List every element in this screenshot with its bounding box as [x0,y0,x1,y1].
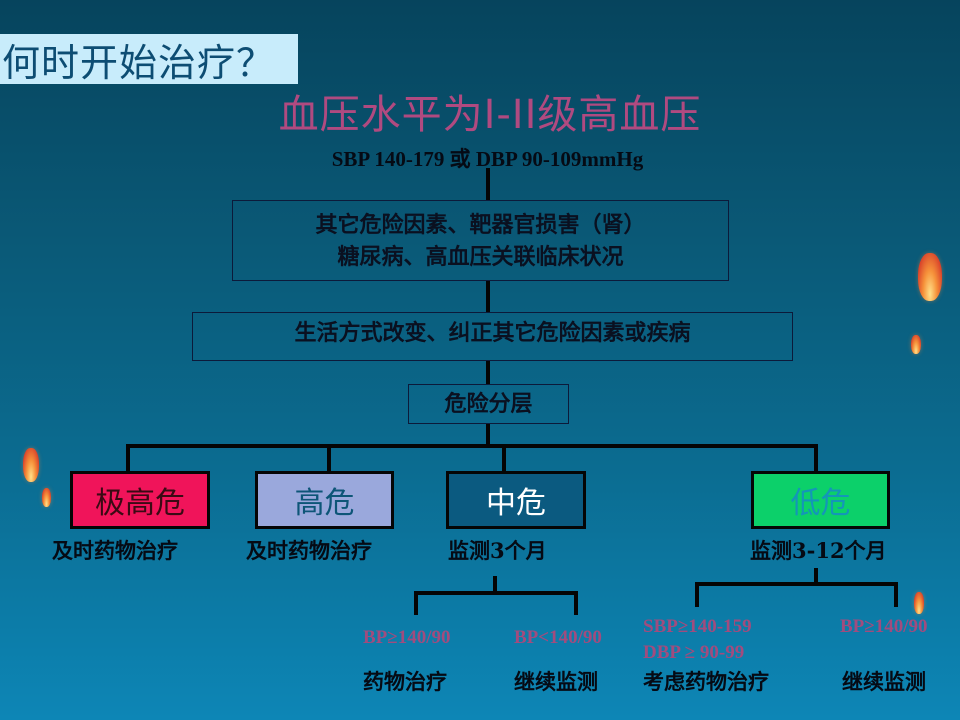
branch-line [126,444,818,448]
lantern-icon [42,488,51,507]
lantern-icon [23,448,39,482]
risk-high-action: 及时药物治疗 [246,538,372,563]
connector-line [486,168,490,200]
lifestyle-box: 生活方式改变、纠正其它危险因素或疾病 [192,312,793,361]
connector-line [894,582,898,607]
risk-factors-line2: 糖尿病、高血压关联临床状况 [337,243,624,270]
slide-title: 何时开始治疗？ [2,40,276,85]
branch-line [695,582,898,586]
slide-heading: 血压水平为I-II级高血压 [278,92,702,138]
risk-factors-line1: 其它危险因素、靶器官损害（肾） [315,211,646,238]
medium-condition-normal: BP<140/90 [514,627,602,648]
risk-stratification-box: 危险分层 [408,384,569,424]
connector-line [486,281,490,312]
lantern-icon [918,253,942,301]
risk-low-label: 低危 [790,486,851,521]
risk-high-box: 高危 [255,471,394,529]
low-result-monitor: 继续监测 [842,669,926,694]
branch-line [414,591,577,595]
slide-title-box: 何时开始治疗？ [0,34,298,85]
connector-line [327,444,331,472]
medium-result-treat: 药物治疗 [363,669,447,694]
connector-line [493,576,497,594]
risk-very-high-label: 极高危 [95,486,185,521]
risk-medium-label: 中危 [486,486,546,521]
risk-low-box: 低危 [751,471,890,529]
low-condition-line1: SBP≥140-159 [643,616,752,637]
connector-line [502,444,506,472]
risk-stratification-text: 危险分层 [444,391,533,417]
medium-condition-high: BP≥140/90 [363,627,451,648]
connector-line [414,591,418,615]
lantern-icon [914,592,924,614]
connector-line [126,444,130,472]
connector-line [574,591,578,615]
connector-line [486,361,490,384]
connector-line [486,424,490,446]
low-condition-line2: DBP ≥ 90-99 [643,642,745,663]
risk-medium-box: 中危 [446,471,586,529]
risk-very-high-action: 及时药物治疗 [52,538,178,563]
criteria-text: SBP 140-179 或 DBP 90-109mmHg [331,147,644,171]
connector-line [814,568,818,584]
risk-high-label: 高危 [294,486,355,521]
lantern-icon [911,335,921,354]
risk-factors-box: 其它危险因素、靶器官损害（肾） 糖尿病、高血压关联临床状况 [232,200,729,281]
connector-line [695,582,699,607]
low-result-consider-treat: 考虑药物治疗 [643,669,769,694]
low-condition-high: BP≥140/90 [840,616,928,637]
risk-low-action: 监测3-12个月 [750,538,887,563]
risk-very-high-box: 极高危 [70,471,210,529]
risk-medium-action: 监测3个月 [448,538,547,563]
medium-result-monitor: 继续监测 [514,669,598,694]
connector-line [814,444,818,472]
lifestyle-text: 生活方式改变、纠正其它危险因素或疾病 [294,320,691,346]
